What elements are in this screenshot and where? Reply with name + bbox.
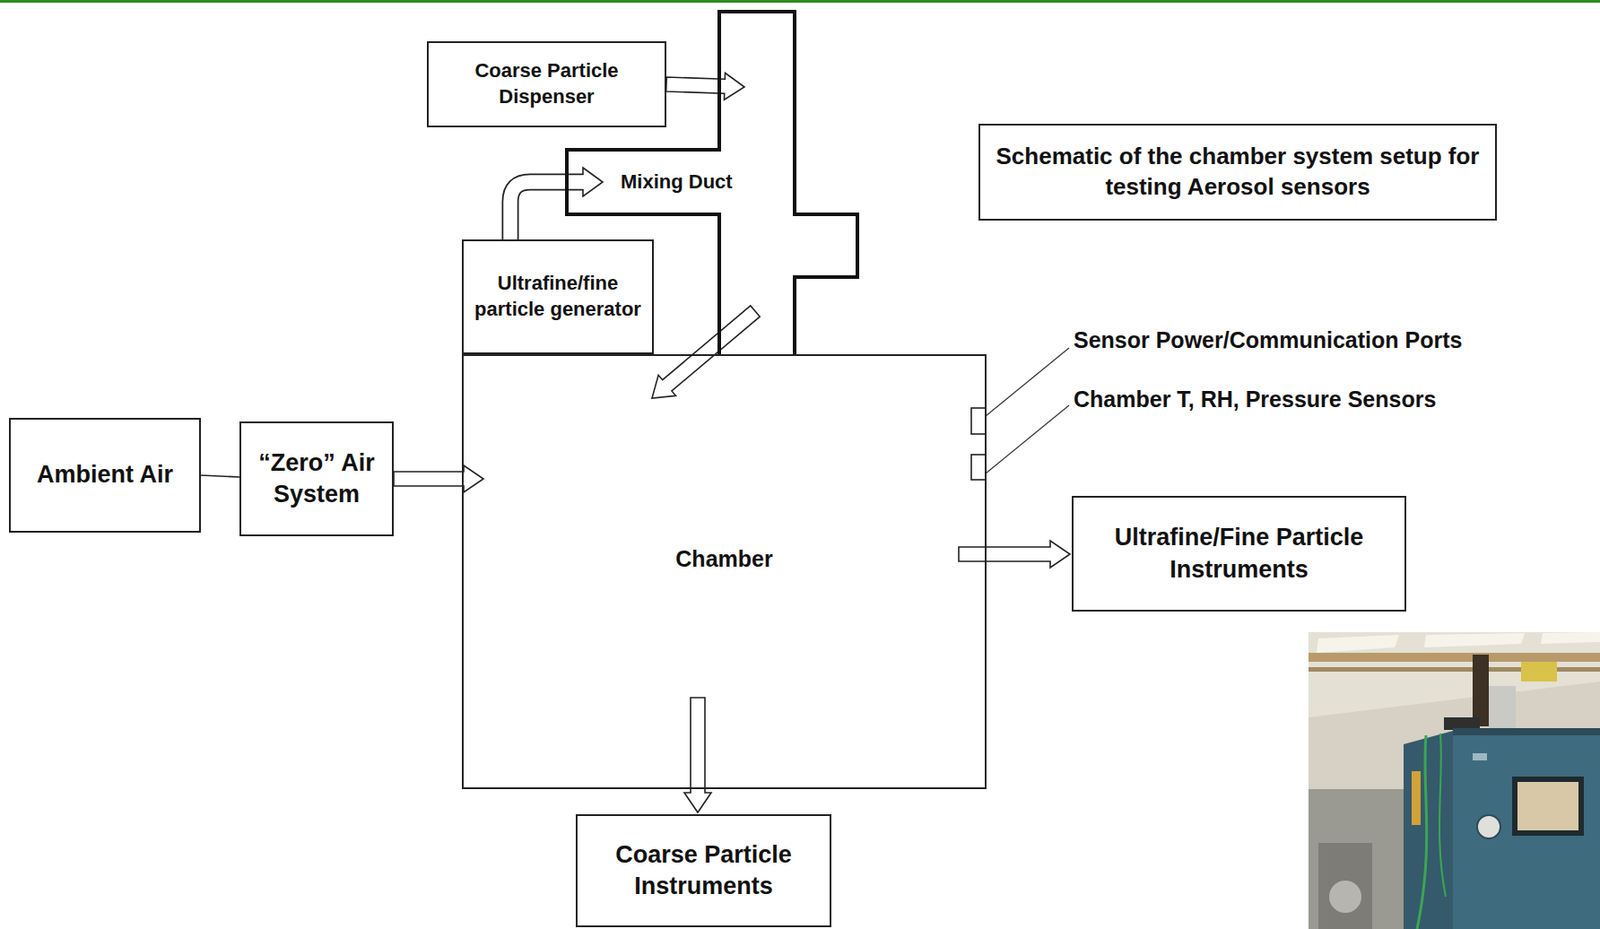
title-box: Schematic of the chamber system setup fo… — [978, 123, 1497, 221]
flow-arrow — [200, 475, 240, 478]
generator-box: Ultrafine/fine particle generator — [461, 239, 654, 355]
node-label: Coarse Particle Instruments — [584, 839, 823, 903]
process-box: Ambient Air — [8, 417, 201, 533]
node-label: Coarse Particle Dispenser — [435, 58, 658, 110]
callout-label: Sensor Power/Communication Ports — [1073, 326, 1462, 354]
instrument-box: Ultrafine/Fine Particle Instruments — [1071, 495, 1407, 612]
flow-arrow — [652, 305, 760, 399]
chamber-photo — [1308, 632, 1600, 929]
node-label: Mixing Duct — [620, 169, 733, 196]
flow-arrow — [393, 465, 484, 493]
callout-label: Chamber T, RH, Pressure Sensors — [1073, 385, 1436, 413]
chamber-box: Chamber — [461, 354, 987, 790]
diagram-title: Schematic of the chamber system setup fo… — [989, 141, 1487, 203]
node-label: Ultrafine/fine particle generator — [470, 270, 645, 322]
flow-arrow — [958, 540, 1070, 568]
flow-arrow — [510, 167, 603, 240]
process-box: “Zero” Air System — [239, 421, 394, 537]
leader-line — [985, 405, 1070, 474]
dispenser-box: Coarse Particle Dispenser — [426, 41, 667, 128]
flow-arrow — [684, 697, 712, 813]
leader-line — [985, 347, 1070, 417]
instrument-box: Coarse Particle Instruments — [575, 814, 832, 928]
port-symbol — [971, 408, 986, 435]
port-symbol — [971, 454, 986, 480]
node-label: “Zero” Air System — [248, 447, 385, 511]
top-rule — [0, 0, 1600, 3]
flow-arrow — [666, 72, 745, 100]
node-label: Ambient Air — [36, 459, 174, 491]
node-label: Ultrafine/Fine Particle Instruments — [1080, 521, 1398, 585]
node-label: Chamber — [463, 544, 985, 574]
